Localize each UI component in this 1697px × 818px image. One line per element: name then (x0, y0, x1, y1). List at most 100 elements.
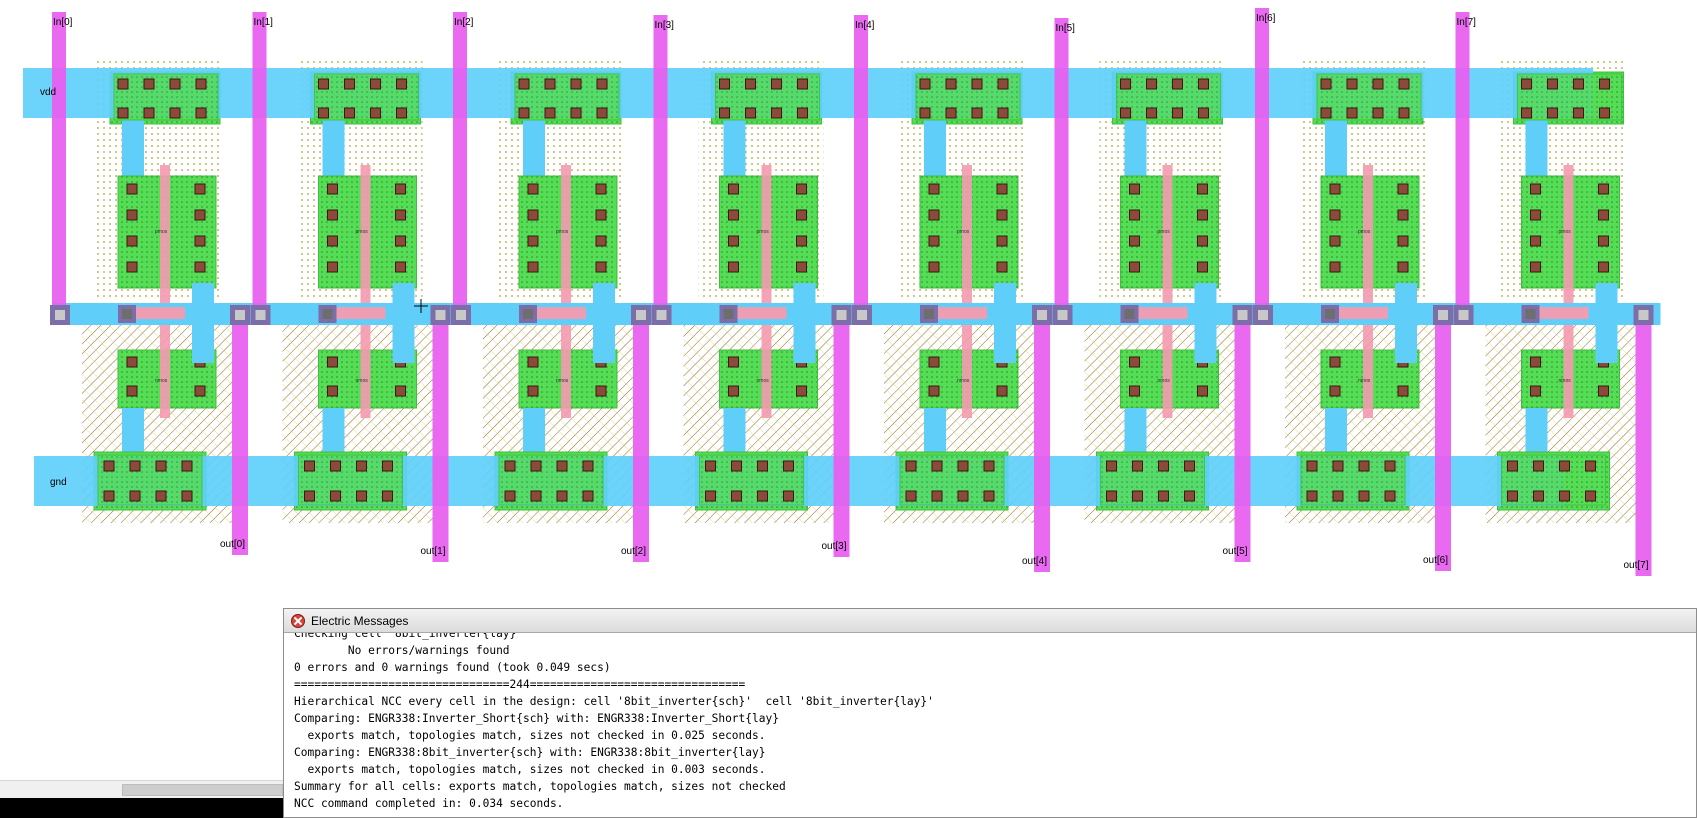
output-metal2[interactable] (633, 312, 649, 562)
close-icon[interactable] (291, 613, 305, 628)
scrollbar-thumb[interactable] (122, 784, 283, 796)
contact (1398, 78, 1410, 90)
contact (126, 385, 138, 397)
out-strap (593, 283, 615, 363)
contact (728, 209, 739, 221)
input-metal2[interactable] (52, 12, 66, 310)
vdd-label: vdd (40, 87, 56, 98)
contact (928, 261, 940, 273)
contact (318, 107, 329, 119)
rail-contacts (498, 73, 620, 506)
input-metal2[interactable] (1054, 18, 1069, 310)
nmos-label: nmos (1158, 378, 1171, 384)
contact (356, 460, 367, 472)
contact (1507, 460, 1518, 472)
contact (1120, 107, 1131, 119)
contact (705, 490, 716, 502)
input-metal2[interactable] (252, 12, 267, 310)
contact (1573, 107, 1584, 119)
rail-contacts (1300, 73, 1422, 506)
input-metal2[interactable] (653, 15, 668, 310)
poly-strap (1533, 307, 1589, 319)
messages-title-bar[interactable]: Electric Messages (284, 609, 1696, 633)
contact (518, 78, 530, 90)
contact (143, 78, 155, 90)
contact (318, 78, 329, 90)
output-metal2[interactable] (1034, 312, 1050, 572)
contact (905, 460, 917, 472)
contact (971, 78, 983, 90)
contact (395, 209, 406, 221)
contact (126, 183, 138, 195)
contact (1598, 385, 1609, 397)
contact (1346, 107, 1358, 119)
contact (1329, 261, 1341, 273)
contact (1398, 107, 1410, 119)
via-cut (723, 309, 734, 319)
message-line: No errors/warnings found (294, 644, 510, 657)
output-metal2[interactable] (833, 312, 850, 557)
contact (595, 235, 607, 247)
input-label: In[2] (454, 17, 474, 28)
contact (126, 261, 138, 273)
nmos-label: nmos (155, 378, 168, 384)
messages-text-area[interactable]: Checking cell '8bit_inverter{lay}' No er… (284, 633, 1696, 817)
output-metal2[interactable] (1635, 312, 1652, 576)
via-cut (636, 310, 646, 320)
contact (1547, 78, 1558, 90)
contact (1507, 490, 1518, 502)
message-line: Summary for all cells: exports match, to… (294, 780, 786, 793)
contact (129, 490, 141, 502)
contact (1521, 107, 1532, 119)
contact (745, 78, 756, 90)
contact (117, 78, 129, 90)
electric-messages-window[interactable]: Electric Messages Checking cell '8bit_in… (283, 608, 1697, 818)
contact (327, 261, 338, 273)
contact (1146, 107, 1157, 119)
input-metal2[interactable] (1255, 8, 1269, 310)
input-metal2[interactable] (1455, 12, 1470, 310)
horizontal-scrollbar[interactable] (0, 780, 283, 799)
contact (796, 261, 807, 273)
message-line: Hierarchical NCC every cell in the desig… (294, 695, 934, 708)
contact (1585, 460, 1596, 472)
contact (1306, 490, 1318, 502)
contact (728, 261, 739, 273)
contact (996, 183, 1008, 195)
contact (395, 261, 406, 273)
contact (356, 490, 367, 502)
output-metal2[interactable] (1234, 312, 1251, 562)
output-metal2[interactable] (232, 312, 248, 555)
via-cut (1458, 310, 1469, 320)
input-metal2[interactable] (453, 12, 467, 310)
contact (996, 209, 1008, 221)
pmos-label: pmos (356, 229, 369, 235)
contact (931, 460, 943, 472)
via-cut (1525, 309, 1536, 319)
message-line: 0 errors and 0 warnings found (took 0.04… (294, 661, 611, 674)
via-cut (523, 309, 533, 319)
layout-canvas[interactable]: pmosnmospmosnmospmosnmospmosnmospmosnmos… (0, 0, 1697, 600)
nmos-label: nmos (556, 378, 569, 384)
contact (796, 235, 807, 247)
contact (919, 78, 931, 90)
contact (757, 460, 768, 472)
contact (1358, 460, 1370, 472)
input-metal2[interactable] (854, 15, 868, 310)
contact (596, 107, 608, 119)
cursor-crosshair (414, 299, 428, 313)
output-metal2[interactable] (432, 312, 449, 562)
contact (504, 490, 516, 502)
gnd-strap (523, 408, 545, 458)
poly-strap (932, 307, 987, 319)
vdd-strap (1525, 120, 1548, 180)
output-metal2[interactable] (1435, 312, 1451, 571)
